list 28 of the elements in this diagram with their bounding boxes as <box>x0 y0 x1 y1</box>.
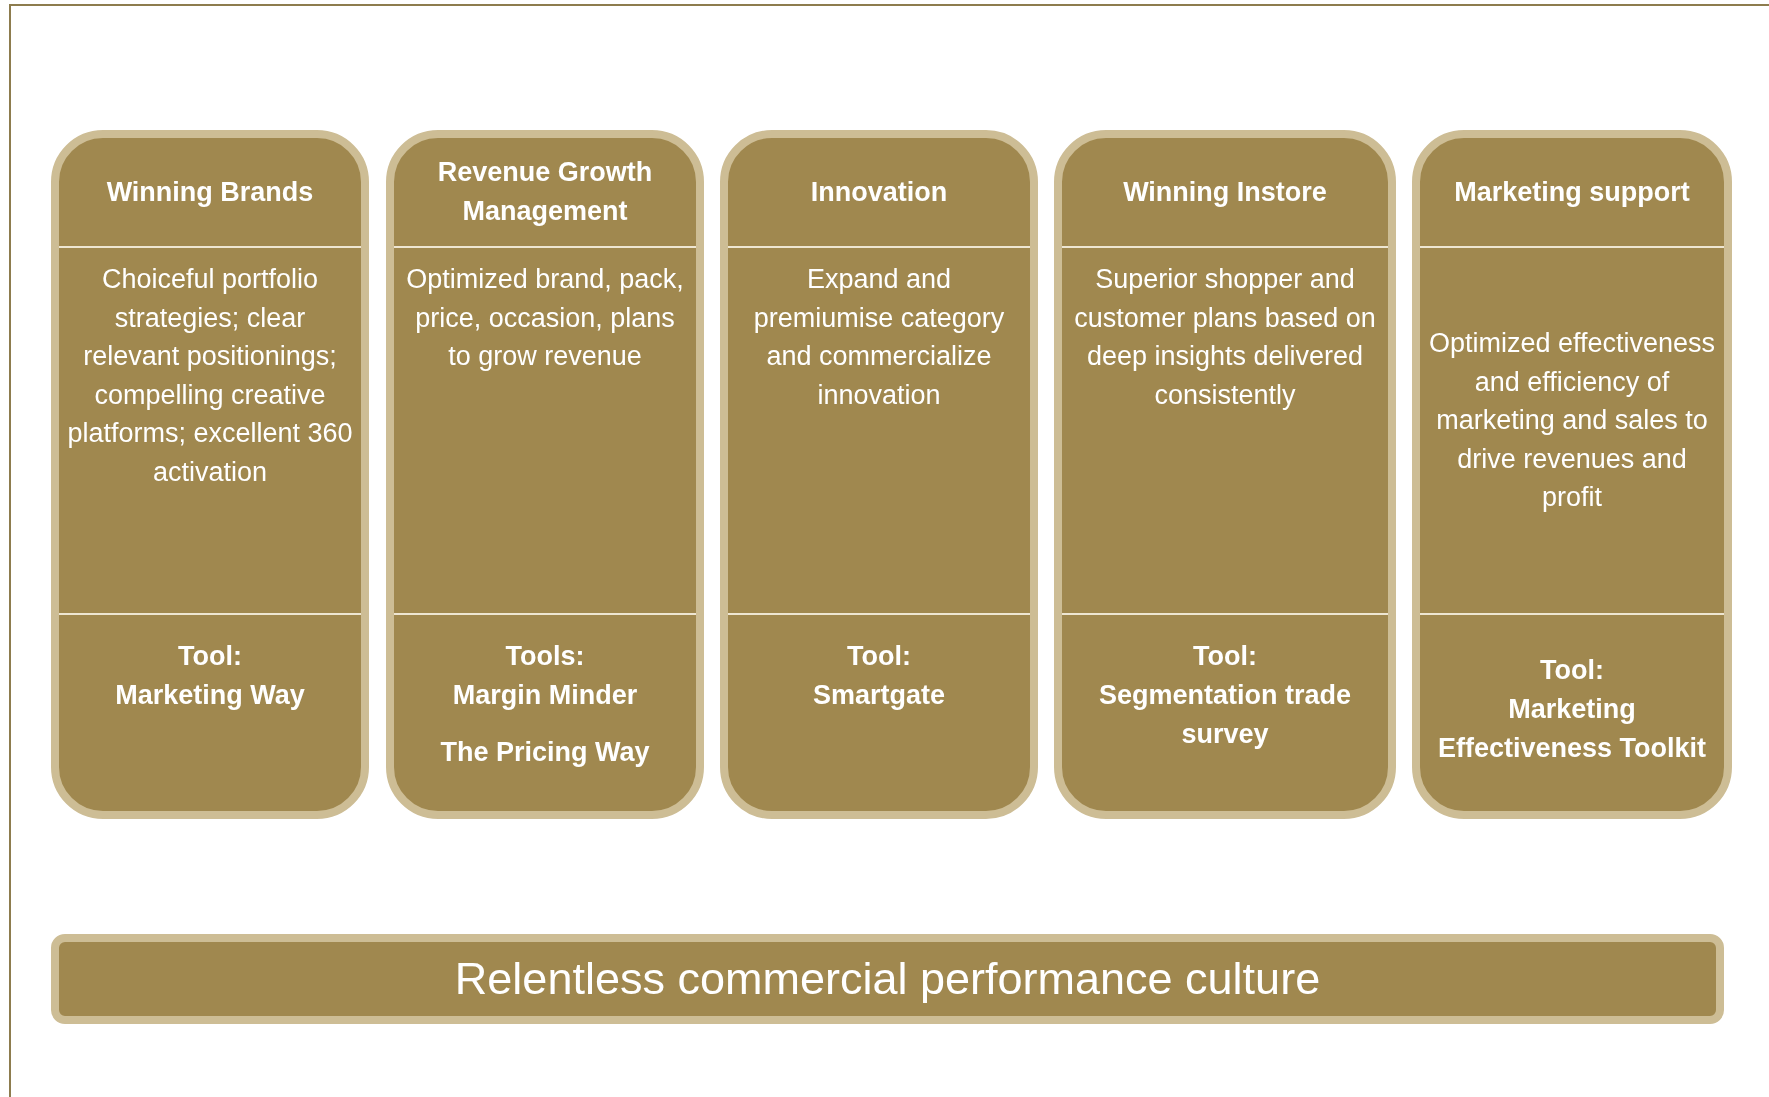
foundation-bar <box>51 934 1724 1024</box>
pillar-card <box>1412 130 1732 819</box>
tool-name: Segmentation trade survey <box>1097 679 1352 751</box>
foundation-text: Relentless commercial performance culture <box>454 952 1321 1007</box>
pillar-description: Superior shopper and customer plans based on deep insights delivered consistently <box>1073 263 1377 412</box>
tool-label: Tool: <box>1193 640 1257 673</box>
tool-label: Tools: <box>505 640 585 673</box>
pillar-heading: Winning Brands <box>106 175 314 209</box>
tool-name: Margin Minder <box>452 679 638 712</box>
pillar-heading: Innovation <box>810 175 948 209</box>
pillar-heading: Winning Instore <box>1123 175 1327 209</box>
tool-name: Marketing Effectiveness Toolkit <box>1436 692 1708 765</box>
pillar-description: Choiceful portfolio strategies; clear relevant positionings; compelling creative platforms; excellent 360 activation <box>67 263 353 489</box>
tool-label: Tool: <box>847 640 911 673</box>
tool-label: Tool: <box>178 640 242 673</box>
pillar-heading: Revenue Growth Management <box>436 156 654 228</box>
tool-name: Smartgate <box>812 679 945 712</box>
pillar-description: Optimized effectiveness and efficiency of marketing and sales to drive revenues and profit <box>1428 327 1716 515</box>
tool-label: Tool: <box>1540 653 1604 687</box>
pillar-description: Expand and premiumise category and commercialize innovation <box>752 263 1006 412</box>
pillar-card <box>1054 130 1396 819</box>
pillar-card <box>51 130 369 819</box>
pillar-card <box>720 130 1038 819</box>
pillar-card <box>386 130 704 819</box>
pillar-heading: Marketing support <box>1454 175 1690 209</box>
pillar-description: Optimized brand, pack, price, occasion, plans to grow revenue <box>405 263 685 373</box>
tool-name: Marketing Way <box>115 679 305 712</box>
tool-name: The Pricing Way <box>440 736 650 769</box>
